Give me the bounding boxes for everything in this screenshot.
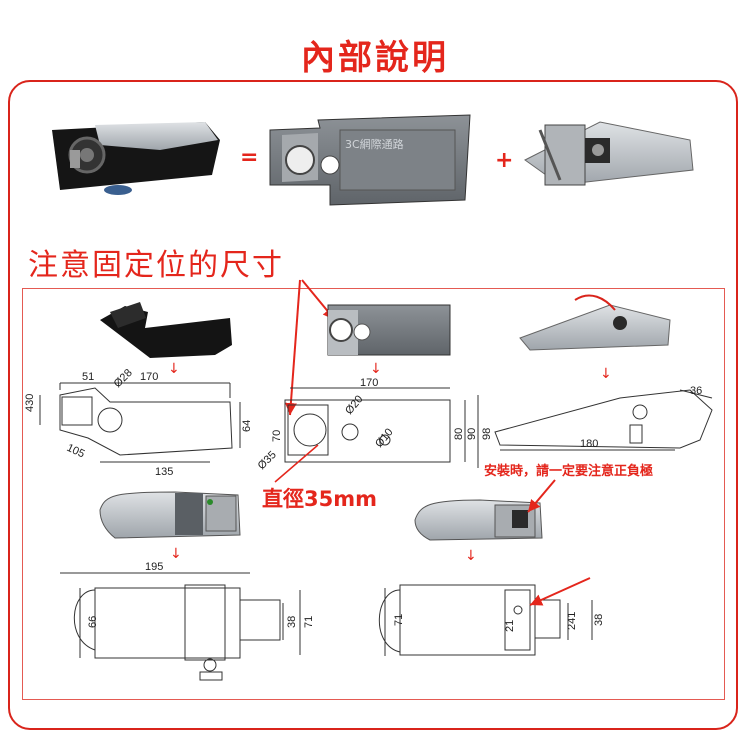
dim-center-d10: Ø10: [373, 426, 396, 450]
drawing-right: [494, 389, 713, 451]
diameter-note: 直徑35mm: [262, 487, 377, 511]
dim-br-21: 21: [504, 620, 516, 632]
dim-left-170: 170: [140, 371, 158, 383]
lock-plate-photo: [524, 121, 694, 186]
dim-right-36: 36: [690, 385, 702, 397]
dim-center-d35: Ø35: [256, 449, 279, 472]
down-arrow-left: ↓: [168, 361, 180, 377]
fix-dimensions-label: 注意固定位的尺寸: [28, 248, 284, 283]
dim-left-430: 430: [24, 394, 36, 412]
plate-photo-right: [519, 294, 671, 351]
dim-left-d28: Ø28: [112, 367, 135, 390]
polarity-note: 安裝時，請一定要注意正負極: [484, 464, 654, 479]
drawing-center: [284, 387, 479, 468]
dim-br-38: 38: [593, 614, 605, 626]
dim-bl-66: 66: [87, 616, 99, 628]
dim-left-51: 51: [82, 371, 94, 383]
dim-center-170: 170: [360, 377, 378, 389]
drawing-bottom-left: [60, 572, 301, 681]
dim-br-71: 71: [393, 614, 405, 626]
dim-bl-71: 71: [303, 616, 315, 628]
assembled-unit-photo: [52, 122, 220, 195]
mount-photo-left: [100, 302, 232, 358]
inner-frame: [22, 288, 725, 700]
bottom-left-photo: [99, 491, 241, 539]
svg-text:3C網際通路: 3C網際通路: [345, 137, 404, 151]
page-title: 內部說明: [301, 38, 449, 78]
tray-photo: 3C網際通路: [269, 114, 471, 206]
down-arrow-center: ↓: [370, 361, 382, 377]
dim-center-90: 90: [466, 428, 478, 440]
equals-sign: =: [240, 145, 259, 170]
dim-left-105: 105: [65, 442, 87, 461]
dim-left-64: 64: [241, 420, 253, 432]
dim-left-135: 135: [155, 466, 173, 478]
dim-center-d20: Ø20: [343, 393, 366, 417]
dim-bl-38: 38: [286, 616, 298, 628]
outer-frame: [8, 80, 738, 730]
drawing-bottom-right: [378, 584, 593, 656]
tray-photo-middle: [327, 304, 451, 356]
plus-sign: +: [495, 148, 514, 173]
diameter-pointer: [274, 444, 319, 483]
dim-bl-195: 195: [145, 561, 163, 573]
dim-right-180: 180: [580, 438, 598, 450]
bottom-right-photo: [414, 499, 543, 541]
dim-center-70: 70: [271, 430, 283, 442]
dim-center-98: 98: [481, 428, 493, 440]
drawing-left: [39, 382, 241, 463]
down-arrow-right: ↓: [600, 366, 612, 382]
dim-center-80: 80: [453, 428, 465, 440]
down-arrow-bottom-right: ↓: [465, 548, 477, 564]
dim-br-241: 241: [566, 612, 578, 630]
down-arrow-bottom-left: ↓: [170, 546, 182, 562]
